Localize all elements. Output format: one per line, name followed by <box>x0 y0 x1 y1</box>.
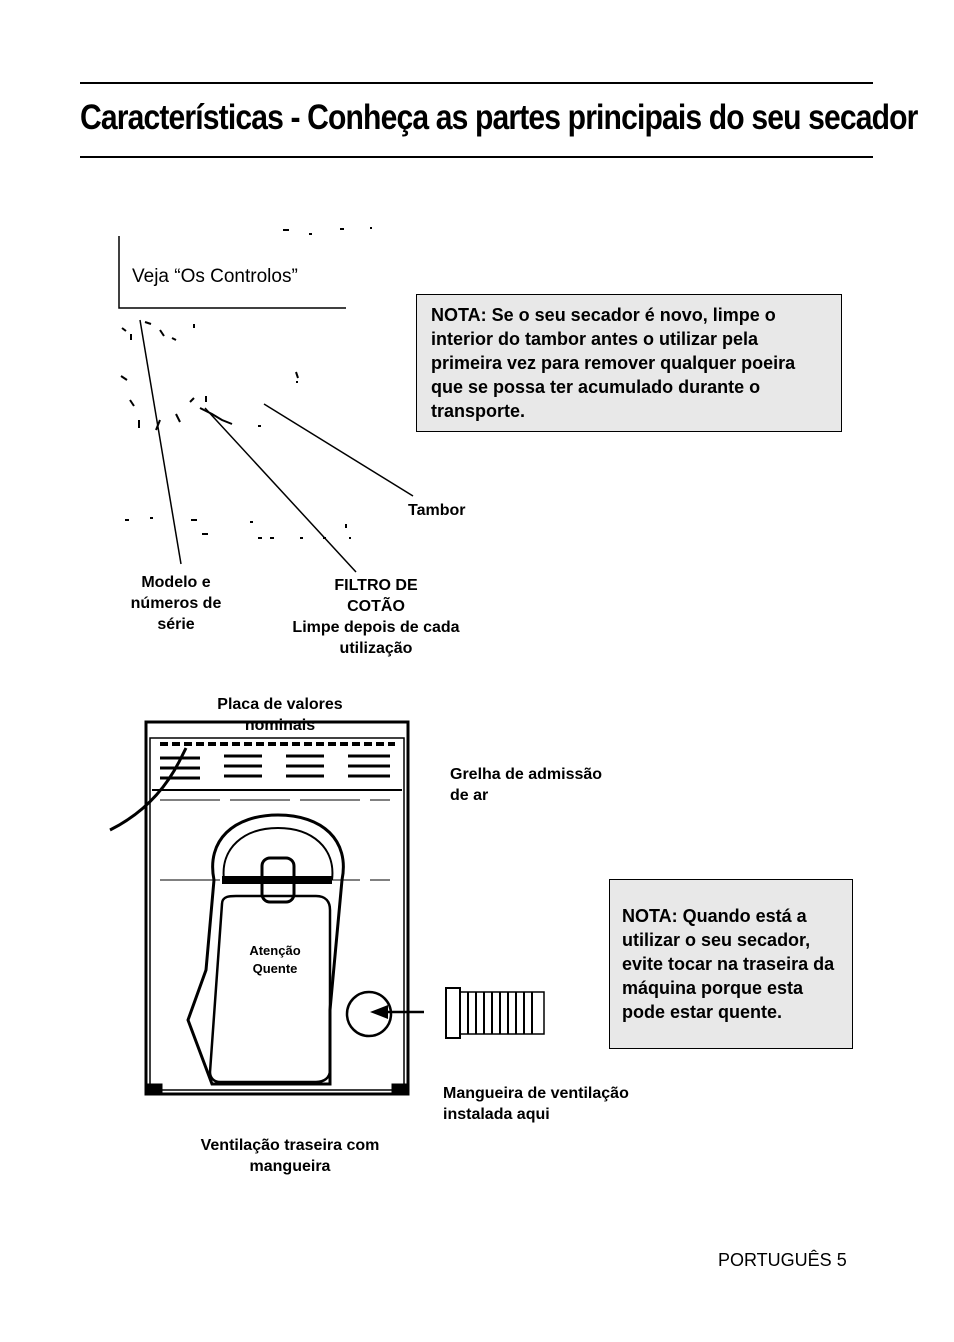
label-placa: Placa de valores nominais <box>217 696 343 734</box>
label-grelha: Grelha de admissão de ar <box>450 766 603 804</box>
controls-reference: Veja “Os Controlos” <box>132 266 298 287</box>
label-filtro-title: FILTRO DE COTÃO <box>334 577 418 615</box>
note-hot-rear-text: NOTA: Quando está a utilizar o seu secad… <box>622 906 835 1022</box>
page-footer: PORTUGUÊS 5 <box>718 1250 847 1270</box>
label-atencao: Atenção Quente <box>249 943 301 976</box>
label-filtro-desc: Limpe depois de cada utilização <box>292 619 460 657</box>
note-new-dryer: NOTA: Se o seu secador é novo, limpe o i… <box>416 294 842 432</box>
top-rule <box>80 82 873 84</box>
label-modelo: Modelo e números de série <box>130 574 222 633</box>
title-underline <box>80 156 873 158</box>
label-mangueira: Mangueira de ventilação instalada aqui <box>443 1085 629 1123</box>
note-new-dryer-text: NOTA: Se o seu secador é novo, limpe o i… <box>431 305 796 421</box>
vent-hose <box>445 987 545 1039</box>
rear-view <box>144 720 410 1096</box>
label-tambor: Tambor <box>408 502 466 519</box>
front-view-speckles <box>120 227 372 539</box>
label-ventilacao: Ventilação traseira com mangueira <box>200 1137 380 1175</box>
label-filtro: FILTRO DE COTÃO Limpe depois de cada uti… <box>290 575 462 659</box>
note-hot-rear: NOTA: Quando está a utilizar o seu secad… <box>609 879 853 1049</box>
